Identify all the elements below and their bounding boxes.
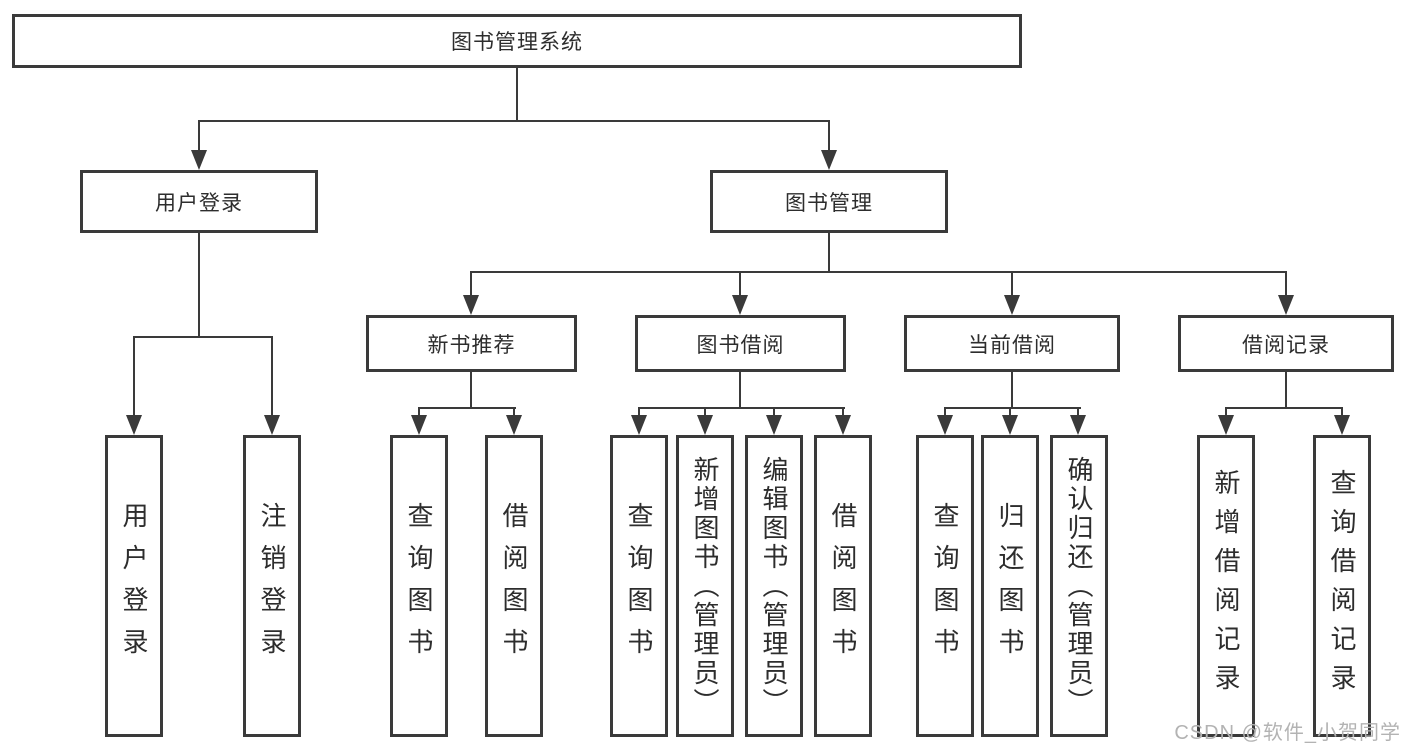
node-leaf-borrow-books-borrowing: 借阅图书 <box>814 435 872 737</box>
watermark: CSDN @软件_小贺同学 <box>1174 722 1401 744</box>
connector-drop <box>704 407 706 417</box>
arrow-down-icon <box>463 295 479 315</box>
connector-root-rail <box>198 120 830 122</box>
connector-drop <box>418 407 420 417</box>
connector-drop-current-borrow <box>1011 271 1013 297</box>
connector-drop-user-login <box>198 120 200 152</box>
node-leaf-query-borrow-record: 查询借阅记录 <box>1313 435 1371 737</box>
arrow-down-icon <box>191 150 207 170</box>
arrow-down-icon <box>835 415 851 435</box>
arrow-down-icon <box>1334 415 1350 435</box>
connector-current-borrow-rail <box>944 407 1081 409</box>
node-user-login: 用户登录 <box>80 170 318 233</box>
arrow-down-icon <box>697 415 713 435</box>
connector-drop <box>1009 407 1011 417</box>
connector-drop <box>1077 407 1079 417</box>
connector-drop <box>944 407 946 417</box>
node-leaf-edit-book-admin: 编辑图书（管理员） <box>745 435 803 737</box>
connector-drop <box>638 407 640 417</box>
connector-drop-borrow-records <box>1285 271 1287 297</box>
arrow-down-icon <box>821 150 837 170</box>
node-leaf-borrow-books-recommend: 借阅图书 <box>485 435 543 737</box>
node-borrow-records-label: 借阅记录 <box>1242 333 1330 357</box>
connector-current-borrow-stub <box>1011 372 1013 409</box>
connector-drop-leaf-user-login <box>133 336 135 417</box>
connector-user-login-rail <box>133 336 273 338</box>
node-leaf-query-books-current: 查询图书 <box>916 435 974 737</box>
node-book-borrowing-label: 图书借阅 <box>696 333 785 357</box>
node-leaf-confirm-return-admin: 确认归还（管理员） <box>1050 435 1108 737</box>
connector-new-book-stub <box>470 372 472 409</box>
node-leaf-add-borrow-record: 新增借阅记录 <box>1197 435 1255 737</box>
connector-borrow-records-stub <box>1285 372 1287 409</box>
node-user-login-label: 用户登录 <box>155 191 243 215</box>
node-leaf-query-books-borrowing: 查询图书 <box>610 435 668 737</box>
arrow-down-icon <box>1004 295 1020 315</box>
connector-drop <box>513 407 515 417</box>
node-new-book-recommend: 新书推荐 <box>366 315 577 372</box>
connector-borrow-records-rail <box>1225 407 1343 409</box>
arrow-down-icon <box>506 415 522 435</box>
arrow-down-icon <box>631 415 647 435</box>
node-borrow-records: 借阅记录 <box>1178 315 1394 372</box>
connector-book-borrow-rail <box>638 407 845 409</box>
arrow-down-icon <box>126 415 142 435</box>
arrow-down-icon <box>264 415 280 435</box>
connector-user-login-stub <box>198 233 200 337</box>
connector-new-book-rail <box>418 407 516 409</box>
arrow-down-icon <box>1002 415 1018 435</box>
connector-book-mgmt-stub <box>828 233 830 273</box>
arrow-down-icon <box>411 415 427 435</box>
node-leaf-query-books-recommend: 查询图书 <box>390 435 448 737</box>
arrow-down-icon <box>732 295 748 315</box>
node-root-label: 图书管理系统 <box>451 31 583 54</box>
node-leaf-logout: 注销登录 <box>243 435 301 737</box>
node-current-borrowing-label: 当前借阅 <box>968 333 1056 357</box>
node-new-book-recommend-label: 新书推荐 <box>427 333 516 357</box>
connector-drop <box>842 407 844 417</box>
node-root: 图书管理系统 <box>12 14 1022 68</box>
connector-book-mgmt-rail <box>470 271 1287 273</box>
node-book-borrowing: 图书借阅 <box>635 315 846 372</box>
connector-drop-book-mgmt <box>828 120 830 152</box>
node-leaf-return-books: 归还图书 <box>981 435 1039 737</box>
connector-drop-leaf-logout <box>271 336 273 417</box>
arrow-down-icon <box>1218 415 1234 435</box>
connector-drop <box>773 407 775 417</box>
connector-drop-book-borrow <box>739 271 741 297</box>
node-book-management-label: 图书管理 <box>785 191 873 215</box>
connector-book-borrow-stub <box>739 372 741 409</box>
connector-drop-new-book <box>470 271 472 297</box>
connector-drop <box>1225 407 1227 417</box>
arrow-down-icon <box>766 415 782 435</box>
arrow-down-icon <box>1278 295 1294 315</box>
node-current-borrowing: 当前借阅 <box>904 315 1120 372</box>
node-book-management: 图书管理 <box>710 170 948 233</box>
arrow-down-icon <box>937 415 953 435</box>
node-leaf-user-login: 用户登录 <box>105 435 163 737</box>
arrow-down-icon <box>1070 415 1086 435</box>
node-leaf-add-book-admin: 新增图书（管理员） <box>676 435 734 737</box>
connector-drop <box>1341 407 1343 417</box>
connector-root-stub <box>516 68 518 121</box>
